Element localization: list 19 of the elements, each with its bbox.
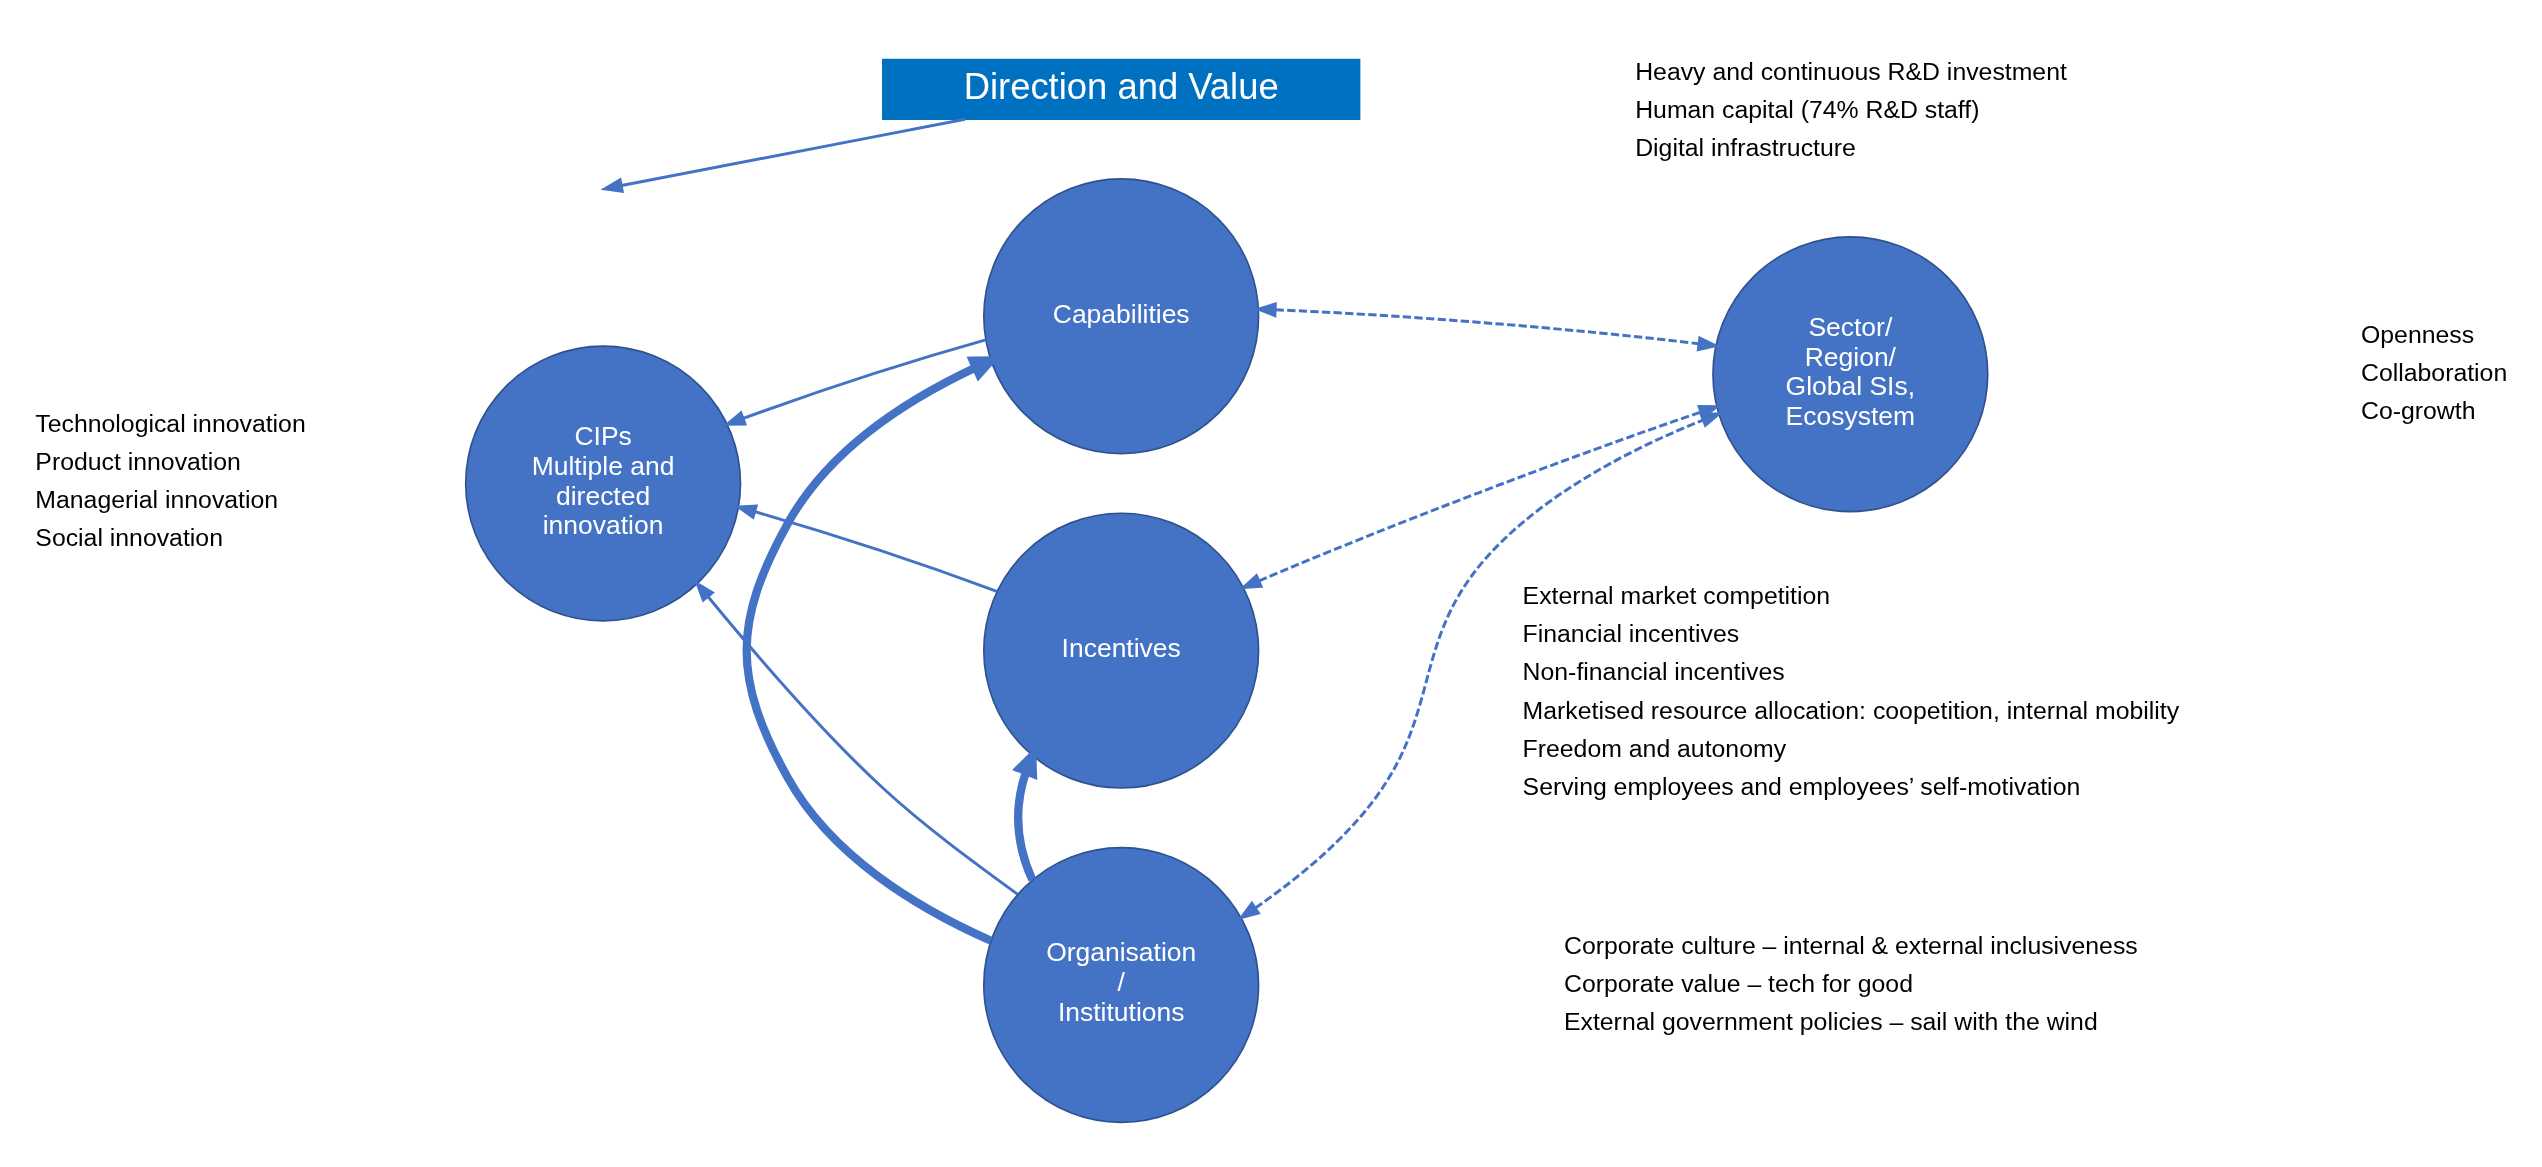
- node-label: Collaboration: [2361, 358, 2508, 386]
- node-label: Openness: [2361, 320, 2475, 348]
- node-label: Social innovation: [35, 523, 223, 551]
- node-label: Financial incentives: [1522, 619, 1740, 647]
- node-label: Freedom and autonomy: [1522, 734, 1787, 762]
- node-label: Product innovation: [35, 447, 241, 475]
- node-label: External market competition: [1522, 581, 1831, 609]
- node-label: Human capital (74% R&D staff): [1635, 95, 1980, 123]
- node-label: Marketised resource allocation: coopetition, internal mobility: [1522, 695, 2180, 723]
- node-label: Digital infrastructure: [1635, 133, 1856, 161]
- node-label: Serving employees and employees’ self-motivation: [1522, 772, 2081, 800]
- node-label: Heavy and continuous R&D investment: [1635, 57, 2067, 85]
- node-label: Corporate culture – internal & external inclusiveness: [1563, 931, 2138, 959]
- node-label: Co-growth: [2361, 396, 2476, 424]
- node-label: Technological innovation: [35, 409, 306, 437]
- node-label: Non-financial incentives: [1522, 657, 1785, 685]
- node-label: External government policies – sail with the wind: [1563, 1007, 2098, 1035]
- node-label: Corporate value – tech for good: [1563, 969, 1913, 997]
- node-label: Managerial innovation: [35, 485, 279, 513]
